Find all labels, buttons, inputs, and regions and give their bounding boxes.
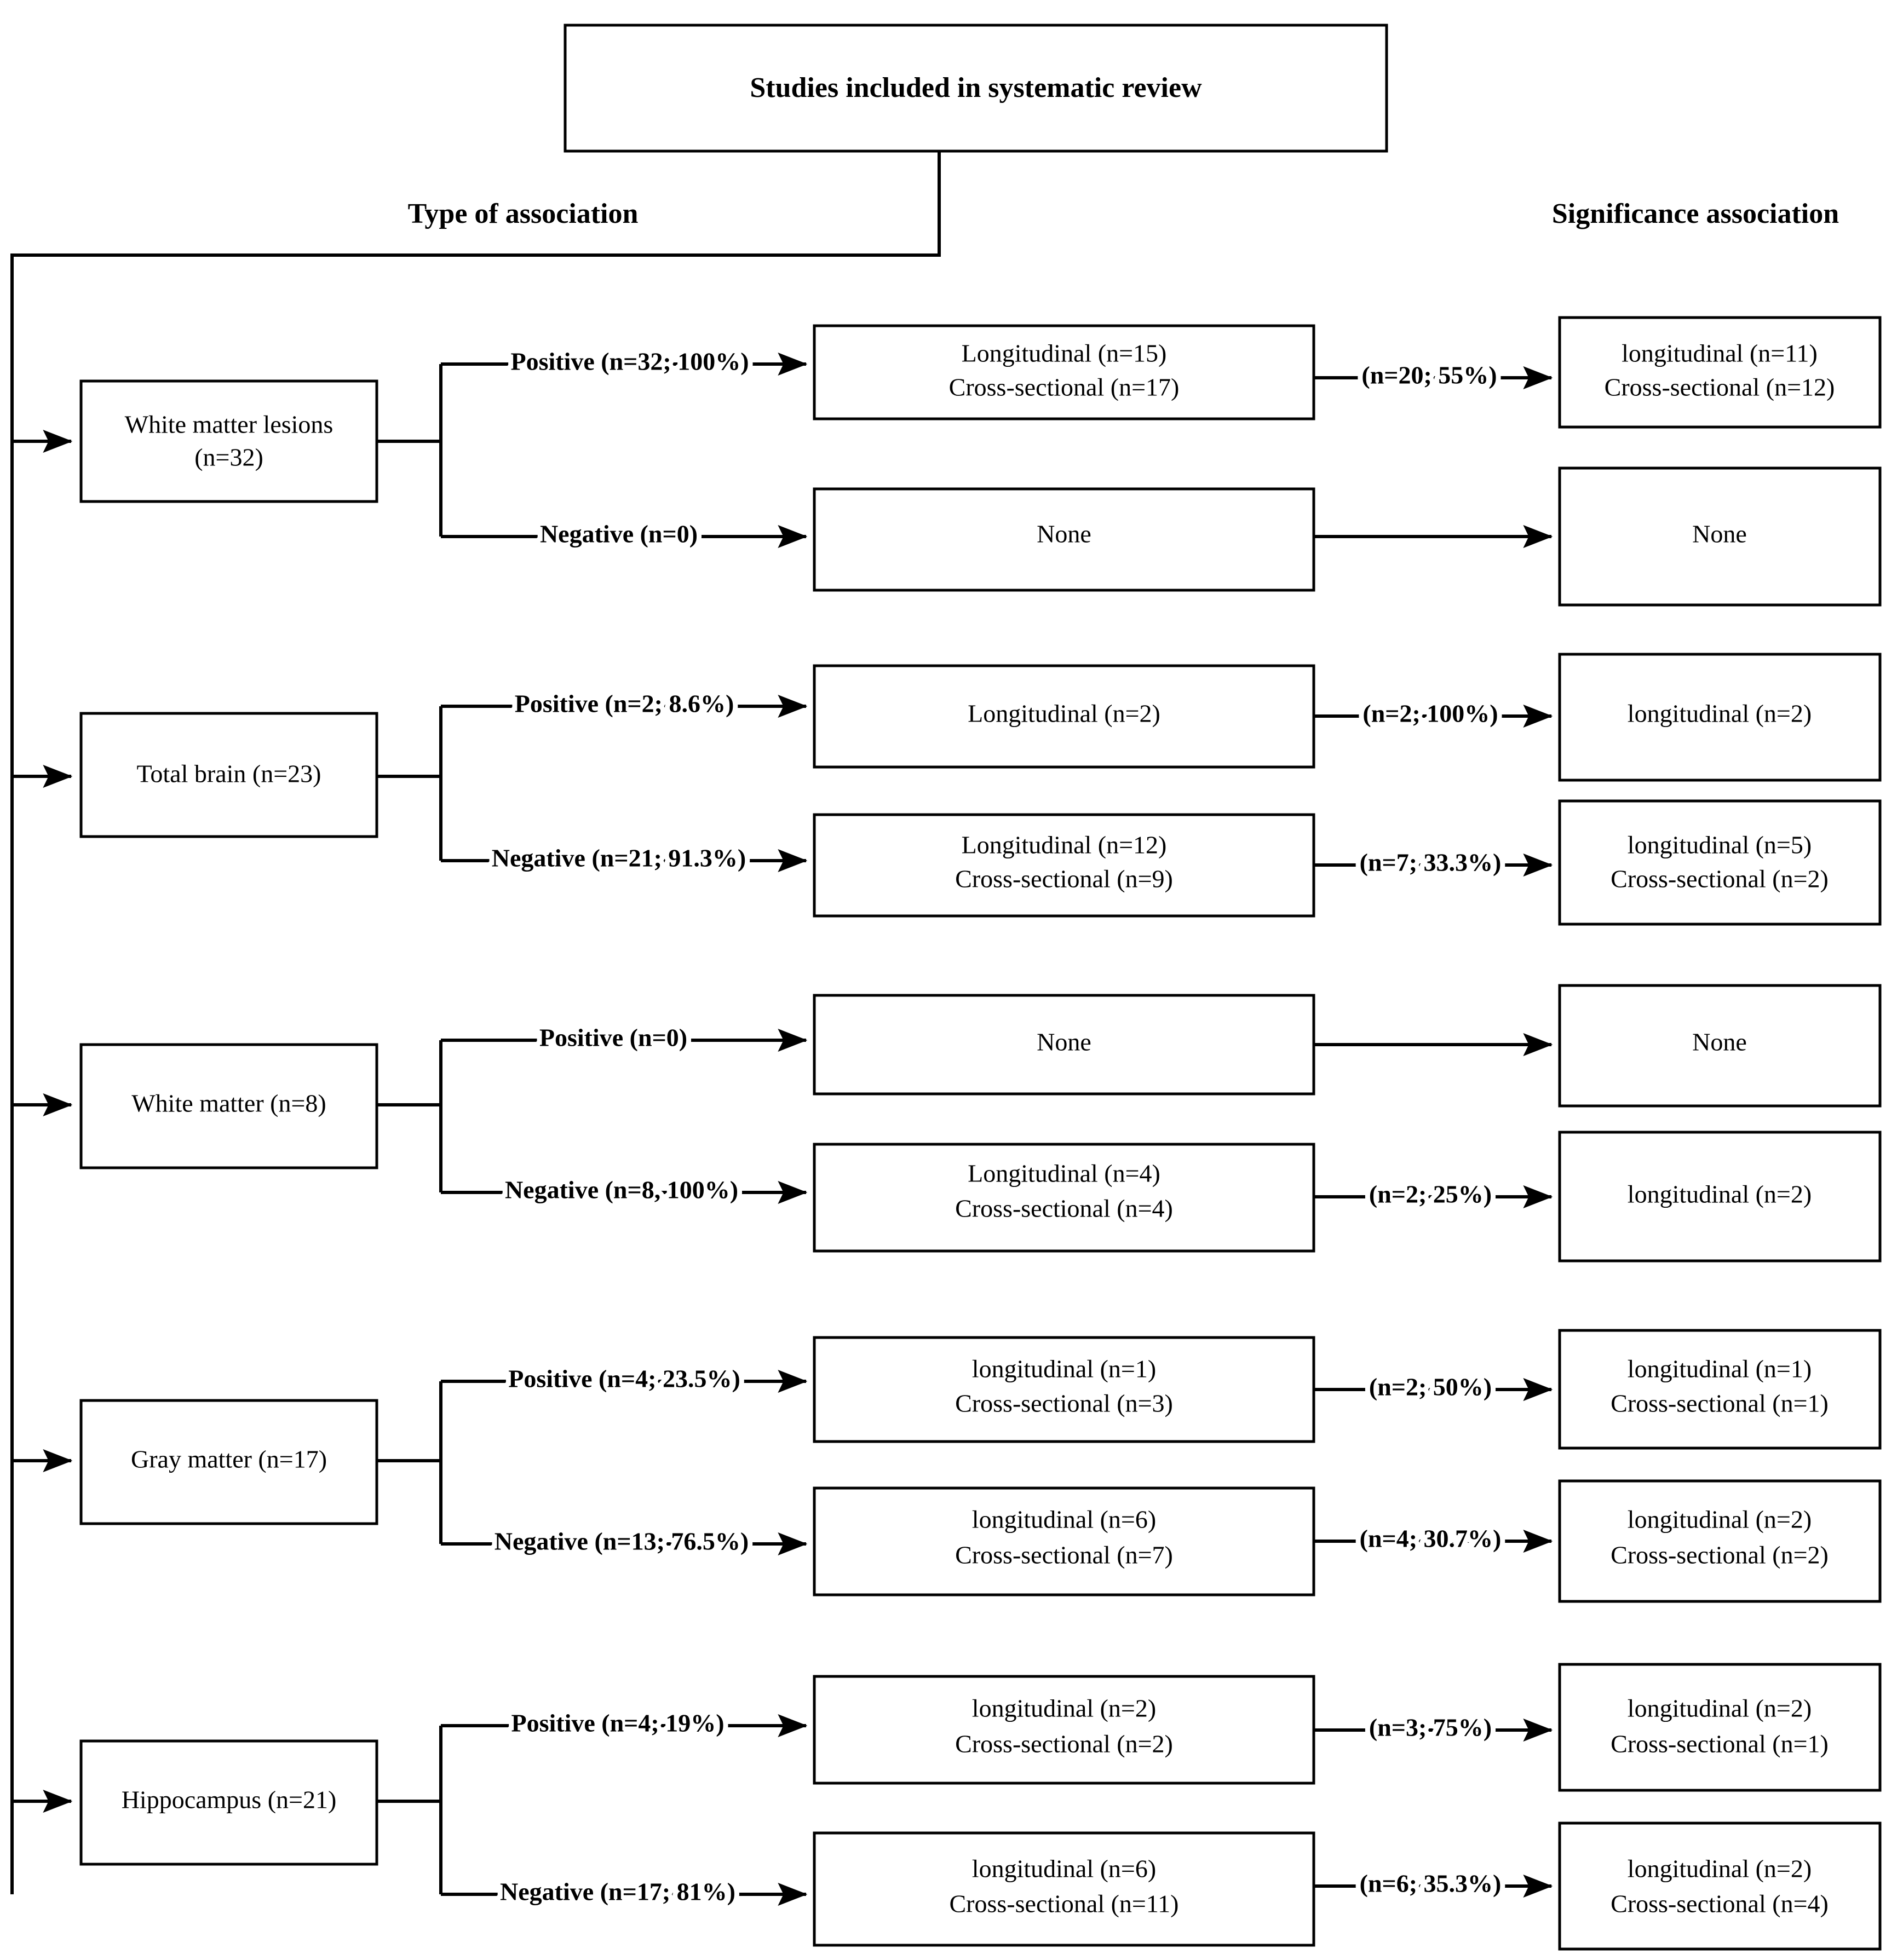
significance-label-4-1: (n=2; 50%) (1369, 1373, 1492, 1401)
significance-label-1-1: (n=20; 55%) (1361, 361, 1497, 389)
region-box-1-label: White matter lesions (125, 411, 334, 439)
design-box-2-2-line2: Cross-sectional (n=9) (955, 865, 1173, 893)
significance-label-5-2: (n=6; 35.3%) (1360, 1870, 1502, 1898)
design-box-4-1 (813, 1336, 1315, 1443)
significance-box-2-1-line1: longitudinal (n=2) (1628, 700, 1812, 728)
branch-label-4-1: Positive (n=4; 23.5%) (508, 1365, 740, 1393)
design-box-4-2 (813, 1486, 1315, 1596)
design-box-3-2-line1: Longitudinal (n=4) (968, 1160, 1160, 1187)
row-gray-matter: Gray matter (n=17) Positive (n=4; 23.5%)… (12, 1329, 1882, 1603)
row-white-matter-lesions: White matter lesions (n=32) Positive (n=… (12, 316, 1882, 607)
region-box-5-label: Hippocampus (n=21) (122, 1786, 337, 1814)
branch-fork-5 (377, 1726, 442, 1894)
branch-fork-4 (377, 1381, 442, 1544)
significance-label-5-1: (n=3; 75%) (1369, 1714, 1492, 1742)
design-box-2-1 (813, 664, 1315, 769)
design-box-3-2 (813, 1143, 1315, 1253)
region-box-2 (79, 712, 378, 838)
significance-label-2-1: (n=2; 100%) (1362, 700, 1498, 728)
row-hippocampus: Hippocampus (n=21) Positive (n=4; 19%) l… (12, 1663, 1882, 1951)
branch-label-5-2: Negative (n=17; 81%) (500, 1878, 735, 1906)
design-box-2-2-line1: Longitudinal (n=12) (962, 831, 1167, 859)
root-box-label: Studies included in systematic review (750, 72, 1202, 103)
region-box-5 (79, 1739, 378, 1866)
significance-box-2-1 (1558, 653, 1882, 782)
column-header-significance-association: Significance association (1552, 198, 1839, 229)
significance-label-3-2: (n=2; 25%) (1369, 1180, 1492, 1208)
branch-label-3-1: Positive (n=0) (539, 1024, 687, 1052)
significance-box-5-2-line1: longitudinal (n=2) (1628, 1855, 1812, 1883)
branch-label-1-1: Positive (n=32; 100%) (510, 348, 749, 376)
significance-label-2-2: (n=7; 33.3%) (1360, 849, 1502, 877)
region-box-4-label: Gray matter (n=17) (131, 1445, 327, 1473)
significance-box-5-1-line1: longitudinal (n=2) (1628, 1694, 1812, 1722)
branch-label-5-1: Positive (n=4; 19%) (511, 1709, 724, 1737)
significance-box-5-2 (1558, 1821, 1882, 1951)
branch-fork-1 (377, 364, 442, 537)
region-box-1 (79, 379, 378, 503)
design-box-1-2 (813, 487, 1315, 592)
design-box-5-1-line1: longitudinal (n=2) (972, 1694, 1156, 1722)
significance-box-4-1-line1: longitudinal (n=1) (1628, 1355, 1812, 1383)
significance-box-3-2 (1558, 1131, 1882, 1263)
branch-label-2-2: Negative (n=21; 91.3%) (492, 844, 746, 872)
design-box-1-1-line1: Longitudinal (n=15) (962, 339, 1167, 367)
branch-label-2-1: Positive (n=2; 8.6%) (515, 690, 734, 718)
root-to-spine-connector (10, 151, 941, 1894)
design-box-3-1 (813, 994, 1315, 1096)
design-box-5-1-line2: Cross-sectional (n=2) (955, 1730, 1173, 1758)
significance-box-4-2-line2: Cross-sectional (n=2) (1611, 1541, 1829, 1569)
design-box-2-2 (813, 813, 1315, 918)
significance-box-1-2 (1558, 466, 1882, 607)
row-total-brain: Total brain (n=23) Positive (n=2; 8.6%) … (12, 653, 1882, 926)
root-box-rect (564, 24, 1388, 153)
design-box-4-1-line1: longitudinal (n=1) (972, 1355, 1156, 1383)
significance-box-2-2-line2: Cross-sectional (n=2) (1611, 865, 1829, 893)
design-box-3-1-line1: None (1037, 1028, 1091, 1056)
design-box-4-2-line2: Cross-sectional (n=7) (955, 1541, 1173, 1569)
significance-box-3-2-line1: longitudinal (n=2) (1628, 1180, 1812, 1208)
row-white-matter: White matter (n=8) Positive (n=0) None N… (12, 984, 1882, 1263)
design-box-5-1 (813, 1675, 1315, 1785)
significance-box-4-2 (1558, 1479, 1882, 1603)
branch-label-3-2: Negative (n=8, 100%) (505, 1176, 738, 1204)
significance-box-5-1-line2: Cross-sectional (n=1) (1611, 1730, 1829, 1758)
branch-fork-3 (377, 1040, 442, 1192)
root-box: Studies included in systematic review (564, 24, 1388, 153)
significance-box-1-1-line2: Cross-sectional (n=12) (1605, 373, 1835, 401)
significance-box-3-1-line1: None (1692, 1028, 1747, 1056)
branch-label-1-2: Negative (n=0) (540, 520, 698, 548)
significance-box-1-2-line1: None (1692, 520, 1747, 548)
design-box-5-2-line1: longitudinal (n=6) (972, 1855, 1156, 1883)
significance-box-2-2-line1: longitudinal (n=5) (1628, 831, 1812, 859)
significance-box-3-1 (1558, 984, 1882, 1108)
significance-box-2-2 (1558, 799, 1882, 926)
column-header-type-of-association: Type of association (408, 198, 639, 229)
region-box-2-label: Total brain (n=23) (137, 760, 321, 788)
region-box-3-label: White matter (n=8) (131, 1089, 326, 1117)
significance-box-5-2-line2: Cross-sectional (n=4) (1611, 1890, 1829, 1918)
design-box-3-2-line2: Cross-sectional (n=4) (955, 1195, 1173, 1223)
design-box-5-2 (813, 1831, 1315, 1947)
branch-fork-2 (377, 706, 442, 861)
significance-box-4-2-line1: longitudinal (n=2) (1628, 1506, 1812, 1534)
region-box-1-count: (n=32) (194, 443, 263, 471)
design-box-1-1-line2: Cross-sectional (n=17) (949, 373, 1180, 401)
design-box-2-1-line1: Longitudinal (n=2) (968, 700, 1160, 728)
branch-label-4-2: Negative (n=13; 76.5%) (495, 1527, 749, 1555)
design-box-4-1-line2: Cross-sectional (n=3) (955, 1390, 1173, 1417)
design-box-5-2-line2: Cross-sectional (n=11) (950, 1890, 1179, 1918)
region-box-3 (79, 1043, 378, 1169)
significance-box-4-1-line2: Cross-sectional (n=1) (1611, 1390, 1829, 1417)
design-box-1-2-line1: None (1037, 520, 1091, 548)
significance-box-4-1 (1558, 1329, 1882, 1450)
design-box-1-1 (813, 324, 1315, 420)
significance-box-5-1 (1558, 1663, 1882, 1792)
significance-box-1-1-line1: longitudinal (n=11) (1622, 339, 1818, 367)
design-box-4-2-line1: longitudinal (n=6) (972, 1506, 1156, 1534)
significance-label-4-2: (n=4; 30.7%) (1360, 1525, 1502, 1553)
significance-box-1-1 (1558, 316, 1882, 429)
